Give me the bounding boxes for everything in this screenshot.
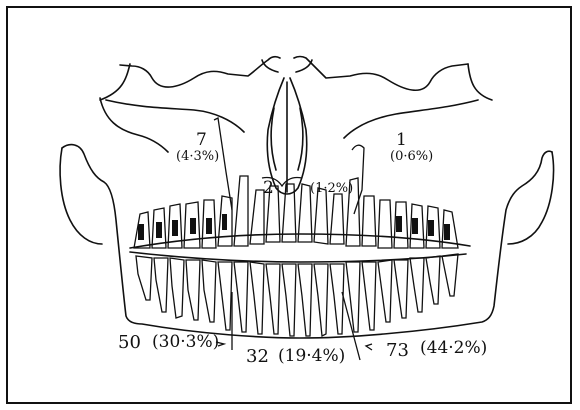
label-lower-left-count: 73 bbox=[386, 342, 409, 360]
marker-lower-left bbox=[366, 344, 372, 350]
nasal-cavity-right bbox=[298, 108, 303, 170]
label-lower-mid-count: 32 bbox=[246, 348, 269, 366]
label-lower-right-count: 50 bbox=[118, 334, 141, 352]
zygoma-left bbox=[106, 100, 244, 132]
label-lower-right-percent: (30·3%) bbox=[152, 334, 219, 351]
orbit-right bbox=[468, 64, 492, 100]
label-upper-right-count: 7 bbox=[196, 132, 207, 149]
lower-teeth bbox=[136, 254, 458, 336]
label-upper-mid-count: 2 bbox=[263, 180, 274, 197]
label-lower-left-percent: (44·2%) bbox=[420, 340, 487, 357]
label-upper-right-percent: (4·3%) bbox=[176, 150, 219, 163]
nasal-cavity-left bbox=[271, 108, 276, 170]
label-upper-mid-percent: (1·2%) bbox=[310, 182, 353, 195]
skull-outline-right bbox=[294, 57, 468, 91]
upper-teeth bbox=[134, 176, 458, 248]
ramus-right bbox=[508, 152, 554, 244]
zygoma-right bbox=[344, 100, 478, 138]
label-lower-mid-percent: (19·4%) bbox=[278, 348, 345, 365]
orbit-left bbox=[100, 64, 130, 100]
occlusal-plane bbox=[130, 252, 466, 262]
label-upper-left-percent: (0·6%) bbox=[390, 150, 433, 163]
ramus-left bbox=[60, 148, 102, 244]
label-upper-left-count: 1 bbox=[396, 132, 407, 149]
